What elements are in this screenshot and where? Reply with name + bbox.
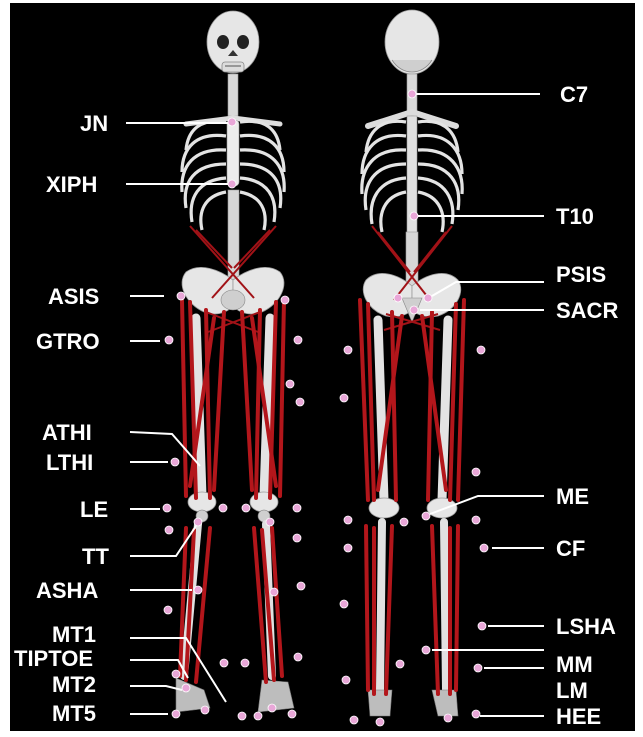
label-mm: MM (556, 652, 593, 677)
label-asis: ASIS (48, 284, 99, 309)
marker-hee-right-2 (472, 710, 480, 718)
label-gtro: GTRO (36, 329, 100, 354)
marker-hee-left (350, 716, 358, 724)
marker-tt-left (194, 518, 202, 526)
label-sacr: SACR (556, 298, 618, 323)
marker-mm-right (241, 659, 249, 667)
marker-le-right-post (472, 516, 480, 524)
marker-gtro-right (294, 336, 302, 344)
marker-cf-left-post (344, 544, 352, 552)
marker-mt5-left (172, 710, 180, 718)
marker-xiph (228, 180, 236, 188)
marker-hee-right (444, 714, 452, 722)
marker-me-right (242, 504, 250, 512)
marker-lthi-right-post (472, 468, 480, 476)
marker-lm-right (294, 653, 302, 661)
marker-lm-left (172, 670, 180, 678)
marker-me-right-post (422, 512, 430, 520)
marker-cf-left (165, 526, 173, 534)
label-tiptoe: TIPTOE (14, 646, 93, 671)
marker-cf-right-post (480, 544, 488, 552)
marker-me-left (219, 504, 227, 512)
marker-c7 (408, 90, 416, 98)
marker-athi-right (286, 380, 294, 388)
label-athi: ATHI (42, 420, 92, 445)
label-hee: HEE (556, 704, 601, 729)
marker-asha-right (270, 588, 278, 596)
marker-asha-left (194, 586, 202, 594)
marker-lthi-left (171, 458, 179, 466)
marker-cf-right (293, 534, 301, 542)
marker-le-right (293, 504, 301, 512)
marker-le-left (163, 504, 171, 512)
marker-gtro-left (165, 336, 173, 344)
marker-mm-left (220, 659, 228, 667)
anterior-skull (207, 11, 259, 73)
marker-tiptoe-left (238, 712, 246, 720)
label-lm: LM (556, 678, 588, 703)
marker-mt2-right (268, 704, 276, 712)
marker-jn (228, 118, 236, 126)
marker-mt1-left (201, 706, 209, 714)
marker-lsha-left-post (340, 600, 348, 608)
marker-lm-left-post (342, 676, 350, 684)
marker-me-left-post (400, 518, 408, 526)
marker-lthi-right (296, 398, 304, 406)
label-cf: CF (556, 536, 585, 561)
marker-athi-left-post (340, 394, 348, 402)
label-lsha: LSHA (556, 614, 616, 639)
marker-gtro-left-post (344, 346, 352, 354)
label-xiph: XIPH (46, 172, 97, 197)
label-t10: T10 (556, 204, 594, 229)
label-mt5: MT5 (52, 701, 96, 726)
label-lthi: LTHI (46, 450, 93, 475)
marker-hee-left-2 (376, 718, 384, 726)
label-le: LE (80, 497, 108, 522)
marker-lm-right-post (474, 664, 482, 672)
marker-lsha-right (297, 582, 305, 590)
marker-sacr (410, 306, 418, 314)
marker-mm-right-post (422, 646, 430, 654)
marker-mt5-right (288, 710, 296, 718)
label-c7: C7 (560, 82, 588, 107)
posterior-skull (385, 10, 439, 74)
label-mt1: MT1 (52, 622, 96, 647)
marker-psis-left (394, 294, 402, 302)
marker-asis-left (177, 292, 185, 300)
label-jn: JN (80, 111, 108, 136)
marker-le-left-post (344, 516, 352, 524)
marker-lsha-right-post (478, 622, 486, 630)
marker-gtro-right-post (477, 346, 485, 354)
label-tt: TT (82, 544, 109, 569)
marker-lsha-left (164, 606, 172, 614)
marker-mm-left-post (396, 660, 404, 668)
marker-tt-right (266, 518, 274, 526)
label-asha: ASHA (36, 578, 98, 603)
label-psis: PSIS (556, 262, 606, 287)
marker-mt1-right (254, 712, 262, 720)
marker-t10 (410, 212, 418, 220)
marker-asis-right (281, 296, 289, 304)
marker-psis-right (424, 294, 432, 302)
label-me: ME (556, 484, 589, 509)
marker-mt2-left (182, 684, 190, 692)
label-mt2: MT2 (52, 672, 96, 697)
